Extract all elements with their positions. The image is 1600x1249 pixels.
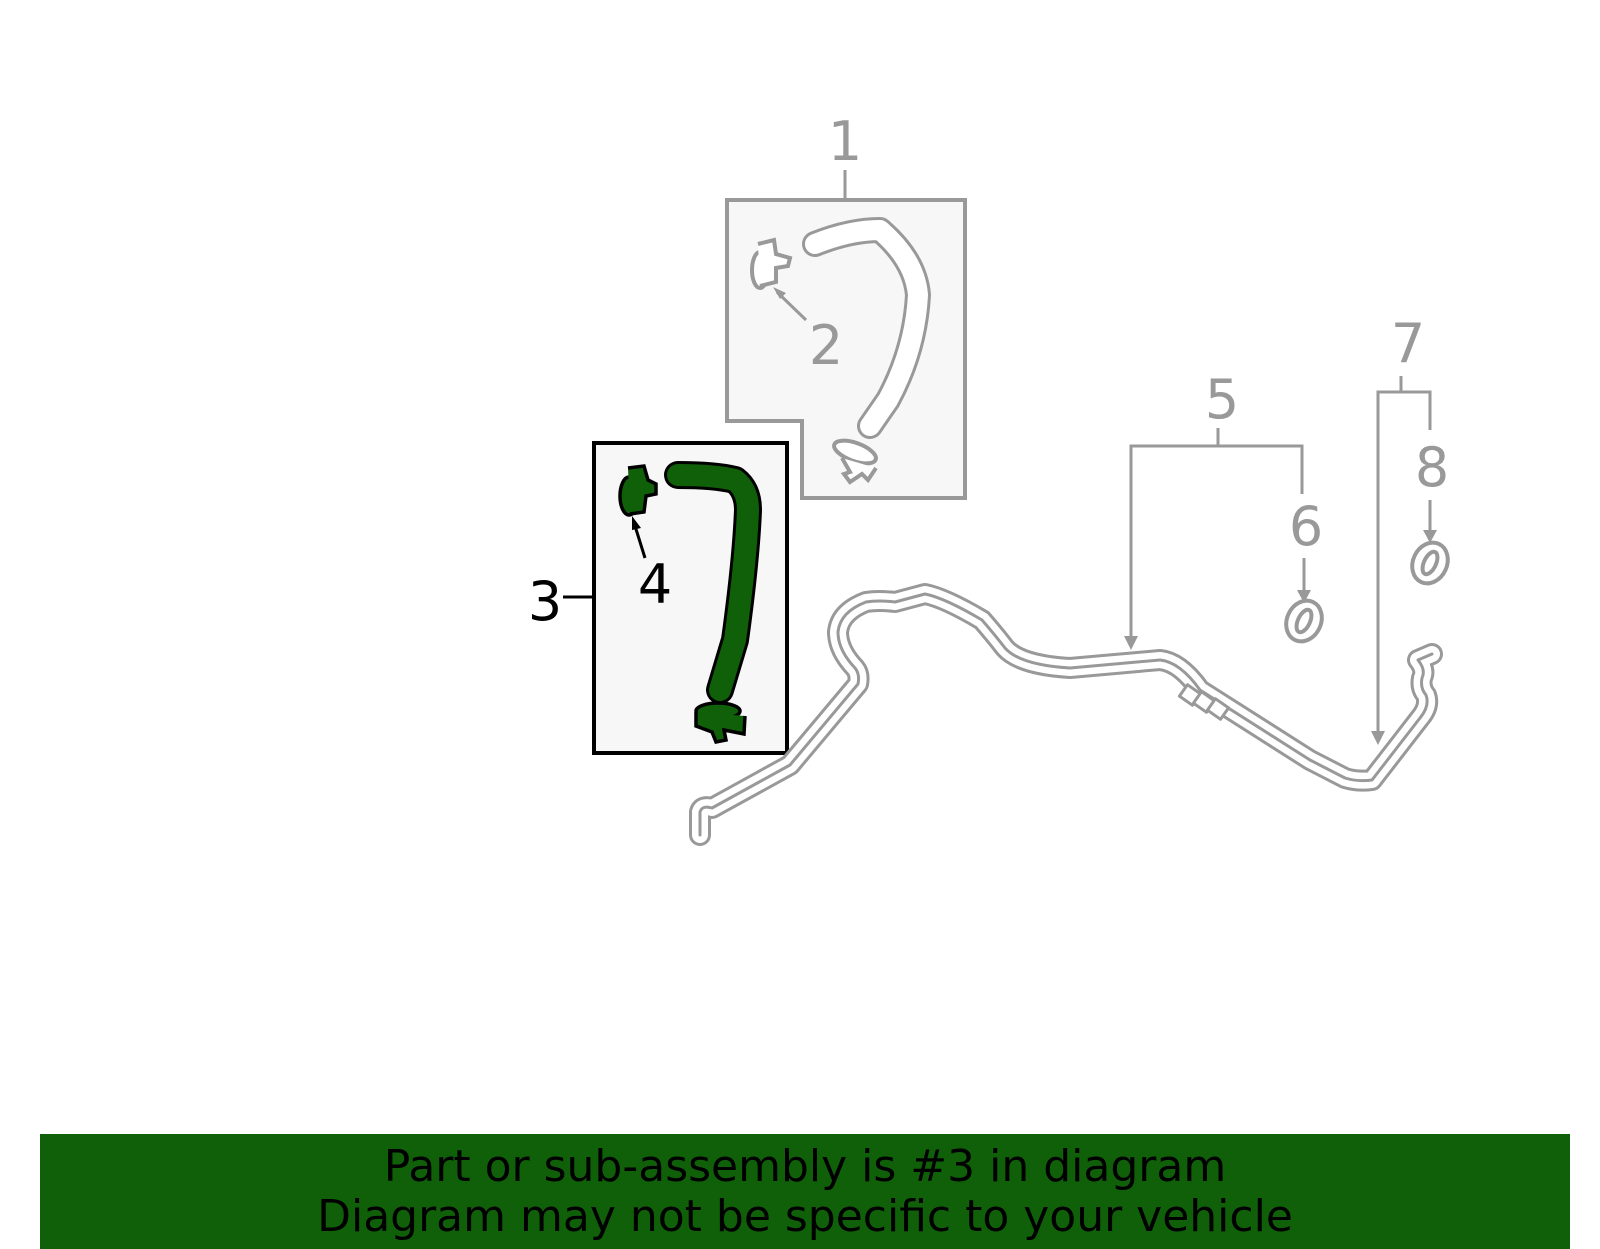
o-ring-6	[1284, 598, 1324, 644]
clamp-2	[750, 237, 793, 290]
callout-8: 8	[1415, 436, 1449, 499]
leader-4	[633, 525, 647, 559]
o-ring-8	[1410, 540, 1450, 586]
info-banner: Part or sub-assembly is #3 in diagram Di…	[40, 1134, 1570, 1249]
hose-assembly-3	[563, 441, 789, 755]
banner-line-disclaimer: Diagram may not be specific to your vehi…	[317, 1191, 1293, 1242]
clamp-1-lower	[832, 438, 878, 485]
callout-1: 1	[828, 110, 862, 173]
hose-1-inner	[805, 220, 928, 436]
callout-7: 7	[1391, 312, 1425, 375]
cooler-line-outer	[689, 583, 1443, 846]
hose-assembly-1	[725, 170, 967, 500]
callout-6: 6	[1289, 495, 1323, 558]
banner-line-part: Part or sub-assembly is #3 in diagram	[383, 1141, 1227, 1192]
clamp-3-lower	[694, 701, 747, 745]
bracket-5	[1129, 428, 1304, 640]
callout-4: 4	[638, 553, 672, 616]
bracket-7	[1376, 376, 1432, 734]
clamp-4	[618, 464, 658, 517]
callout-5: 5	[1205, 368, 1239, 431]
cooler-line-inner	[692, 586, 1440, 843]
cooler-lines	[689, 583, 1443, 846]
callout-3: 3	[528, 570, 562, 633]
cooler-line-divider	[698, 592, 1434, 837]
hose-3-fill	[667, 464, 759, 701]
line-fittings	[1177, 683, 1231, 721]
callout-2: 2	[809, 314, 843, 377]
